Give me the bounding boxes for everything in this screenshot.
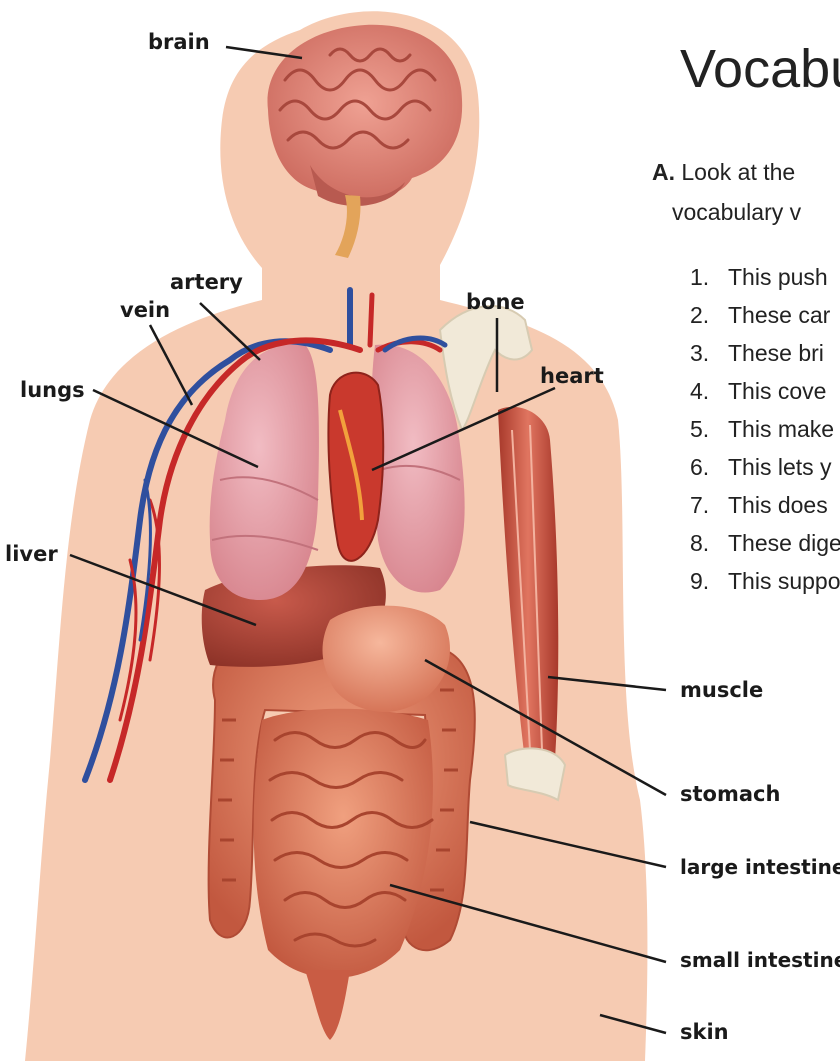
list-item: 8.These dige	[690, 524, 840, 562]
label-small-intestine: small intestine	[680, 948, 840, 972]
label-bone: bone	[466, 290, 525, 314]
label-stomach: stomach	[680, 782, 780, 806]
list-item: 3.These bri	[690, 334, 840, 372]
list-item: 5.This make	[690, 410, 840, 448]
label-liver: liver	[5, 542, 58, 566]
exercise-list: 1.This push 2.These car 3.These bri 4.Th…	[690, 258, 840, 600]
list-item: 6.This lets y	[690, 448, 840, 486]
label-vein: vein	[120, 298, 170, 322]
list-item: 4.This cove	[690, 372, 840, 410]
list-item: 9.This suppo	[690, 562, 840, 600]
label-muscle: muscle	[680, 678, 763, 702]
label-heart: heart	[540, 364, 604, 388]
instruction-line-1: Look at the	[681, 159, 795, 185]
label-brain: brain	[148, 30, 210, 54]
list-item: 7.This does	[690, 486, 840, 524]
instruction-letter: A.	[652, 159, 675, 185]
label-lungs: lungs	[20, 378, 85, 402]
instruction-block: A. Look at the vocabulary v	[652, 152, 801, 232]
page-title: Vocabu	[680, 38, 840, 100]
label-skin: skin	[680, 1020, 729, 1044]
label-artery: artery	[170, 270, 243, 294]
list-item: 1.This push	[690, 258, 840, 296]
instruction-line-2: vocabulary v	[652, 199, 801, 225]
label-large-intestine: large intestine	[680, 855, 840, 879]
list-item: 2.These car	[690, 296, 840, 334]
